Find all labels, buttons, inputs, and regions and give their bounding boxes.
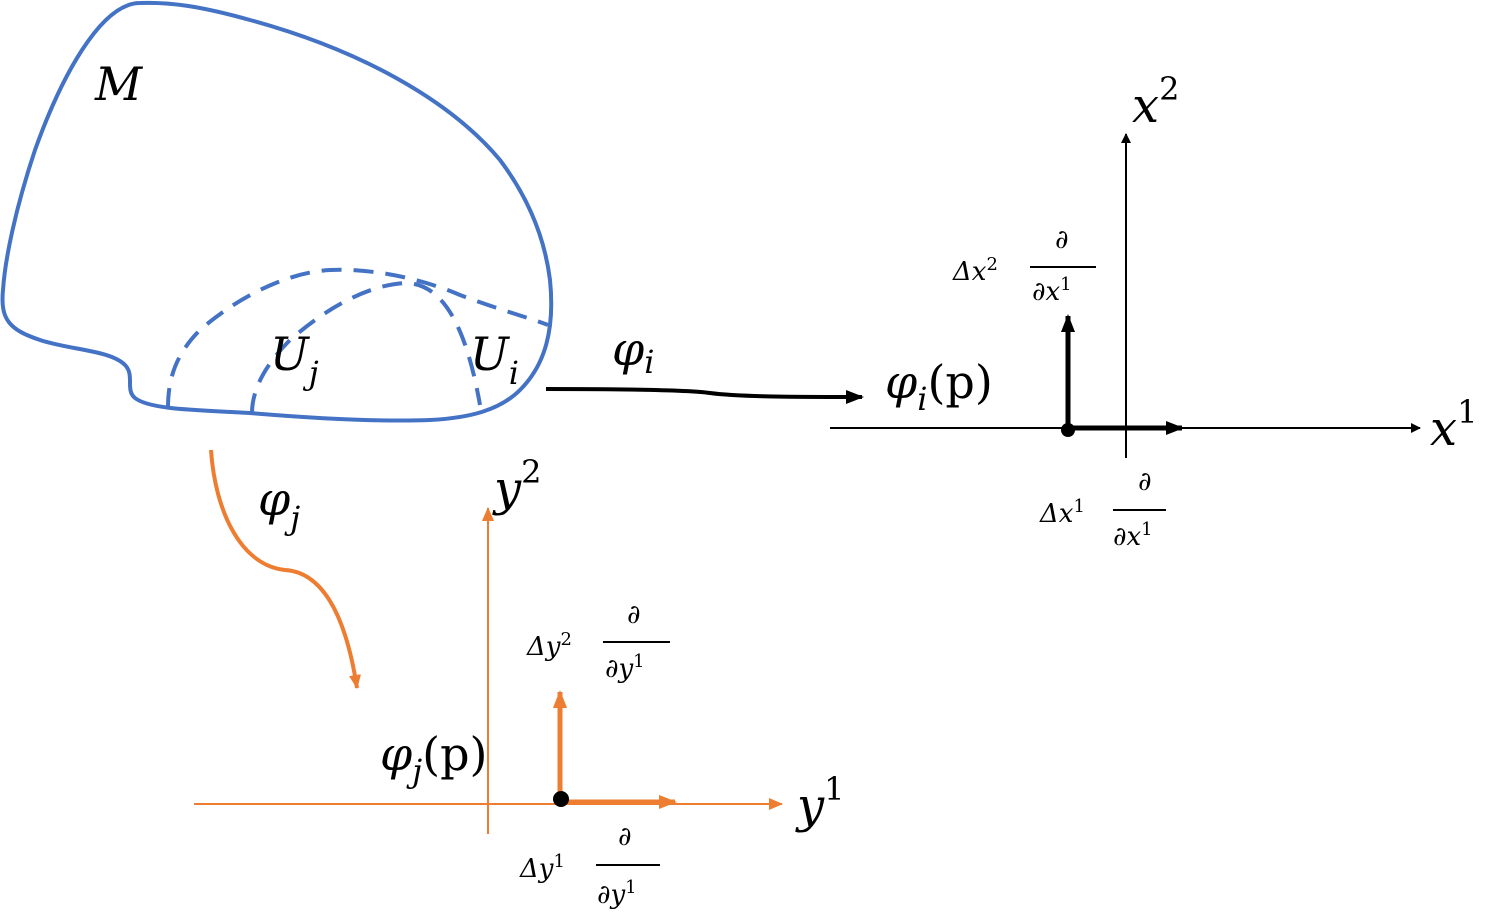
svg-text:∂: ∂ bbox=[1138, 467, 1151, 497]
chart-i-x2-label: x2 bbox=[1132, 70, 1179, 134]
chart-j-point bbox=[553, 791, 569, 807]
chart-i-image-label: φi(p) bbox=[885, 355, 993, 418]
map-phi-j-label: φj bbox=[258, 472, 300, 537]
open-set-uj-boundary bbox=[166, 267, 549, 409]
svg-text:Δy1: Δy1 bbox=[519, 851, 565, 884]
svg-text:Δy2: Δy2 bbox=[526, 629, 572, 662]
chart-j-vertical-vector-label: Δy2 ∂ ∂y1 bbox=[526, 600, 670, 684]
svg-text:∂x1: ∂x1 bbox=[1032, 274, 1072, 307]
chart-i-horizontal-vector-label: Δx1 ∂ ∂x1 bbox=[1039, 467, 1166, 552]
manifold-outline bbox=[0, 0, 554, 423]
map-phi-j-arrow bbox=[209, 449, 361, 689]
map-phi-i-label: φi bbox=[612, 322, 654, 381]
svg-text:∂: ∂ bbox=[627, 600, 640, 630]
svg-text:∂: ∂ bbox=[1055, 225, 1068, 255]
open-set-ui-boundary bbox=[250, 280, 482, 414]
svg-text:Δx2: Δx2 bbox=[952, 254, 998, 287]
svg-text:∂y1: ∂y1 bbox=[605, 651, 645, 684]
chart-i-point bbox=[1061, 423, 1075, 437]
svg-text:∂y1: ∂y1 bbox=[597, 877, 637, 910]
open-set-ui-label: Ui bbox=[470, 327, 519, 392]
manifold-label: M bbox=[94, 57, 144, 111]
chart-j-y2-label: y2 bbox=[492, 453, 541, 517]
svg-text:Δx1: Δx1 bbox=[1039, 496, 1085, 529]
map-phi-i-arrow bbox=[545, 387, 864, 404]
chart-i-vertical-vector-label: Δx2 ∂ ∂x1 bbox=[952, 225, 1096, 307]
chart-j-horizontal-vector-label: Δy1 ∂ ∂y1 bbox=[519, 822, 660, 910]
svg-text:∂x1: ∂x1 bbox=[1113, 519, 1153, 552]
chart-j-y1-label: y1 bbox=[795, 770, 844, 834]
chart-i-x1-label: x1 bbox=[1430, 393, 1477, 457]
chart-j-image-label: φj(p) bbox=[380, 727, 487, 790]
open-set-uj-label: Uj bbox=[270, 327, 319, 392]
svg-text:∂: ∂ bbox=[618, 822, 631, 852]
